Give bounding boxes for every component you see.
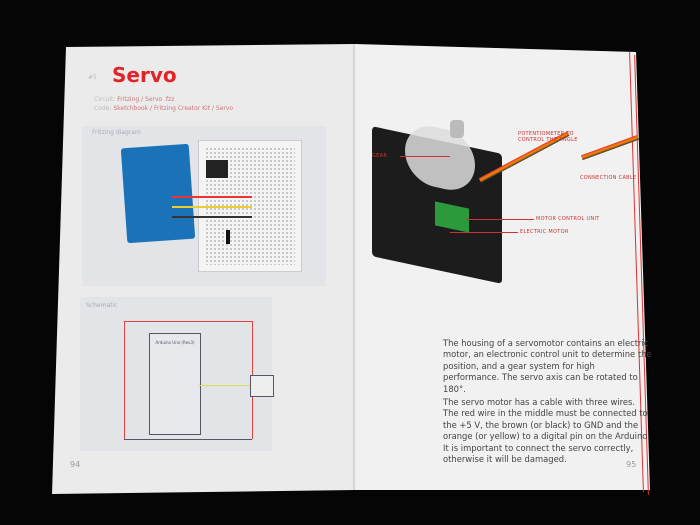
paragraph-cable: The servo motor has a cable with three w… (443, 397, 650, 465)
schematic-label: Schematic (86, 302, 118, 309)
project-number: #5 (88, 74, 97, 81)
schematic: Schematic Arduino Uno (Rev3) (80, 297, 274, 451)
fritzing-diagram-label: Fritzing diagram (92, 129, 141, 136)
page-number-left: 94 (70, 460, 81, 469)
arduino-board (120, 143, 196, 244)
wire-signal (199, 385, 254, 386)
label-motor-control-unit: MOTOR CONTROL UNIT (536, 216, 600, 222)
leader-line (466, 219, 534, 220)
circuit-value: Fritzing / Servo .fzz (117, 96, 175, 103)
page-number-right: 95 (626, 460, 637, 469)
wire-yellow (172, 206, 252, 208)
servo-part (206, 160, 228, 178)
book-spine (353, 44, 357, 490)
code-value: Sketchbook / Fritzing Creator Kit / Serv… (113, 105, 234, 112)
arduino-label: Arduino Uno (Rev3) (155, 340, 195, 345)
servo-symbol (250, 375, 274, 397)
wire-black (172, 216, 252, 218)
label-connection-cable: CONNECTION CABLE (580, 175, 637, 181)
wire-gnd (124, 439, 252, 440)
circuit-line: Circuit: Fritzing / Servo .fzz (94, 96, 174, 103)
label-potentiometer: POTENTIOMETER TO CONTROL THE ANGLE (518, 131, 578, 143)
leader-line (450, 232, 518, 233)
wire-red (172, 196, 252, 198)
wire-5v-left (124, 321, 125, 439)
label-electric-motor: ELECTRIC MOTOR (520, 229, 569, 235)
label-gear: GEAR (372, 153, 388, 159)
page-title: Servo (112, 63, 177, 87)
paragraph-housing: The housing of a servomotor contains an … (443, 338, 652, 394)
arduino-symbol: Arduino Uno (Rev3) (149, 333, 201, 435)
code-line: Code: Sketchbook / Fritzing Creator Kit … (94, 105, 233, 112)
wire-5v (124, 321, 252, 322)
circuit-label: Circuit: (94, 96, 116, 103)
fritzing-diagram: Fritzing diagram (82, 126, 326, 286)
code-label: Code: (94, 105, 112, 112)
axis-illustration (450, 120, 464, 138)
potentiometer-part (226, 230, 230, 244)
leader-line (400, 156, 450, 157)
